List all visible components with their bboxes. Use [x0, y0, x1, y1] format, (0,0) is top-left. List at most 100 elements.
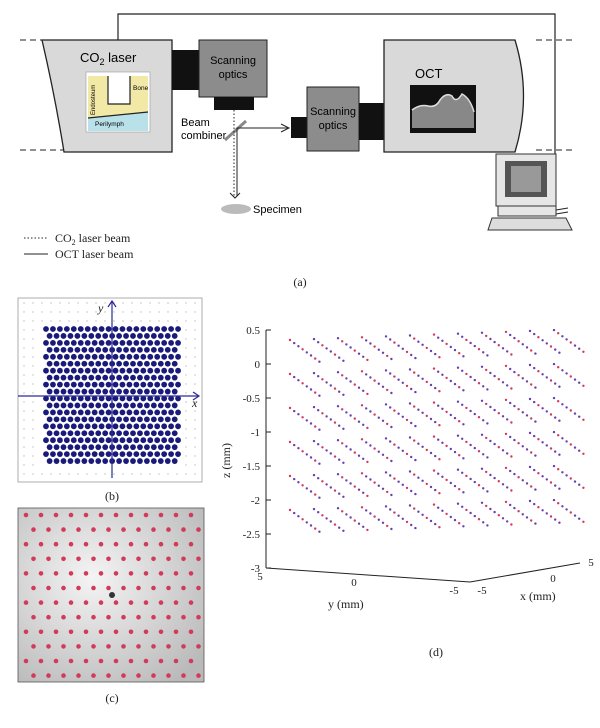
array-dot	[98, 381, 105, 388]
array-dot	[84, 367, 91, 374]
faint-dot	[131, 473, 133, 475]
array-dot	[133, 451, 140, 457]
array-dot	[81, 444, 88, 451]
scatter-point	[386, 354, 389, 358]
z-tick-label: -1	[251, 427, 260, 439]
array-dot	[161, 381, 168, 388]
scatter-point	[349, 380, 352, 383]
scatter-point	[314, 493, 317, 496]
faint-dot	[185, 437, 187, 439]
scatter-point	[465, 406, 468, 410]
array-dot	[168, 395, 175, 402]
array-dot	[119, 451, 126, 457]
array-dot	[175, 409, 181, 416]
faint-dot	[194, 464, 196, 466]
scatter-point	[325, 415, 328, 418]
scatter-point	[473, 514, 476, 518]
faint-dot	[23, 428, 25, 430]
array-dot	[57, 451, 63, 457]
scatter-point	[393, 511, 396, 514]
scatter-point	[545, 342, 548, 345]
scatter-point	[390, 493, 393, 497]
z-axis-label: z (mm)	[219, 443, 233, 478]
array-dot	[91, 451, 98, 457]
scatter-point	[357, 352, 361, 355]
faint-grid	[23, 302, 196, 475]
laser-spot	[188, 571, 194, 576]
faint-dot	[95, 473, 97, 475]
array-dot	[175, 437, 181, 444]
laser-spot	[136, 556, 141, 562]
array-dot	[98, 367, 105, 374]
laser-spot	[83, 571, 89, 576]
scatter-point	[397, 514, 400, 517]
scatter-point	[429, 417, 433, 421]
laser-spot	[61, 527, 66, 532]
array-dot	[63, 326, 70, 332]
array-dot	[116, 374, 122, 381]
faint-dot	[32, 419, 34, 421]
faint-dot	[167, 473, 169, 475]
cable	[555, 207, 569, 211]
array-dot	[81, 402, 88, 409]
faint-dot	[113, 473, 115, 475]
laser-spot	[98, 600, 104, 605]
scatter-point	[465, 372, 468, 376]
faint-dot	[32, 329, 34, 331]
scatter-point	[314, 527, 317, 530]
scatter-point	[432, 469, 436, 472]
scatter-point	[453, 484, 457, 488]
laser-spot	[68, 571, 74, 576]
faint-dot	[50, 320, 52, 322]
array-dot	[157, 333, 164, 339]
array-dot	[112, 409, 119, 416]
scatter-point	[533, 468, 536, 472]
scatter-point	[557, 366, 560, 369]
faint-dot	[185, 383, 187, 385]
scatter-point	[510, 421, 513, 424]
scatter-point	[469, 409, 472, 413]
scatter-point	[469, 477, 472, 481]
array-dot	[46, 360, 53, 367]
array-dot	[98, 340, 105, 346]
scatter-point	[434, 386, 437, 390]
faint-dot	[95, 311, 97, 313]
scatter-point	[458, 352, 461, 355]
laser-spot	[188, 658, 194, 664]
scatter-point	[362, 491, 365, 494]
laser-spot	[91, 673, 96, 678]
beam-combiner-mirror	[223, 119, 248, 142]
scatter-point	[530, 349, 533, 352]
scatter-point	[473, 480, 476, 484]
scatter-point	[493, 374, 496, 378]
scatter-point	[578, 381, 581, 384]
scatter-point	[573, 344, 577, 347]
scatter-point	[414, 356, 417, 360]
scatter-point	[558, 385, 561, 388]
scatter-point	[449, 345, 452, 349]
scatter-point	[417, 408, 420, 411]
scatter-point	[369, 342, 372, 345]
x-tick-label: 0	[550, 573, 556, 585]
array-dot	[137, 360, 143, 367]
array-dot	[175, 340, 181, 346]
array-dot	[130, 430, 136, 437]
scatter-point	[401, 381, 404, 384]
scatter-point	[389, 508, 392, 511]
array-dot	[98, 451, 105, 457]
scatter-point	[489, 337, 492, 341]
faint-dot	[68, 311, 70, 313]
array-dot	[147, 395, 154, 402]
scatter-point	[441, 407, 444, 410]
scatter-point	[293, 409, 296, 413]
scatter-point	[558, 351, 561, 354]
laser-spot	[151, 673, 156, 678]
scatter-point	[573, 412, 577, 415]
laser-spot	[76, 673, 81, 678]
scatter-point	[525, 380, 529, 383]
scatter-point	[384, 403, 388, 406]
array-dot	[84, 451, 91, 457]
scatter-point	[525, 346, 529, 349]
laser-spot	[136, 527, 141, 532]
scatter-point	[393, 375, 396, 378]
